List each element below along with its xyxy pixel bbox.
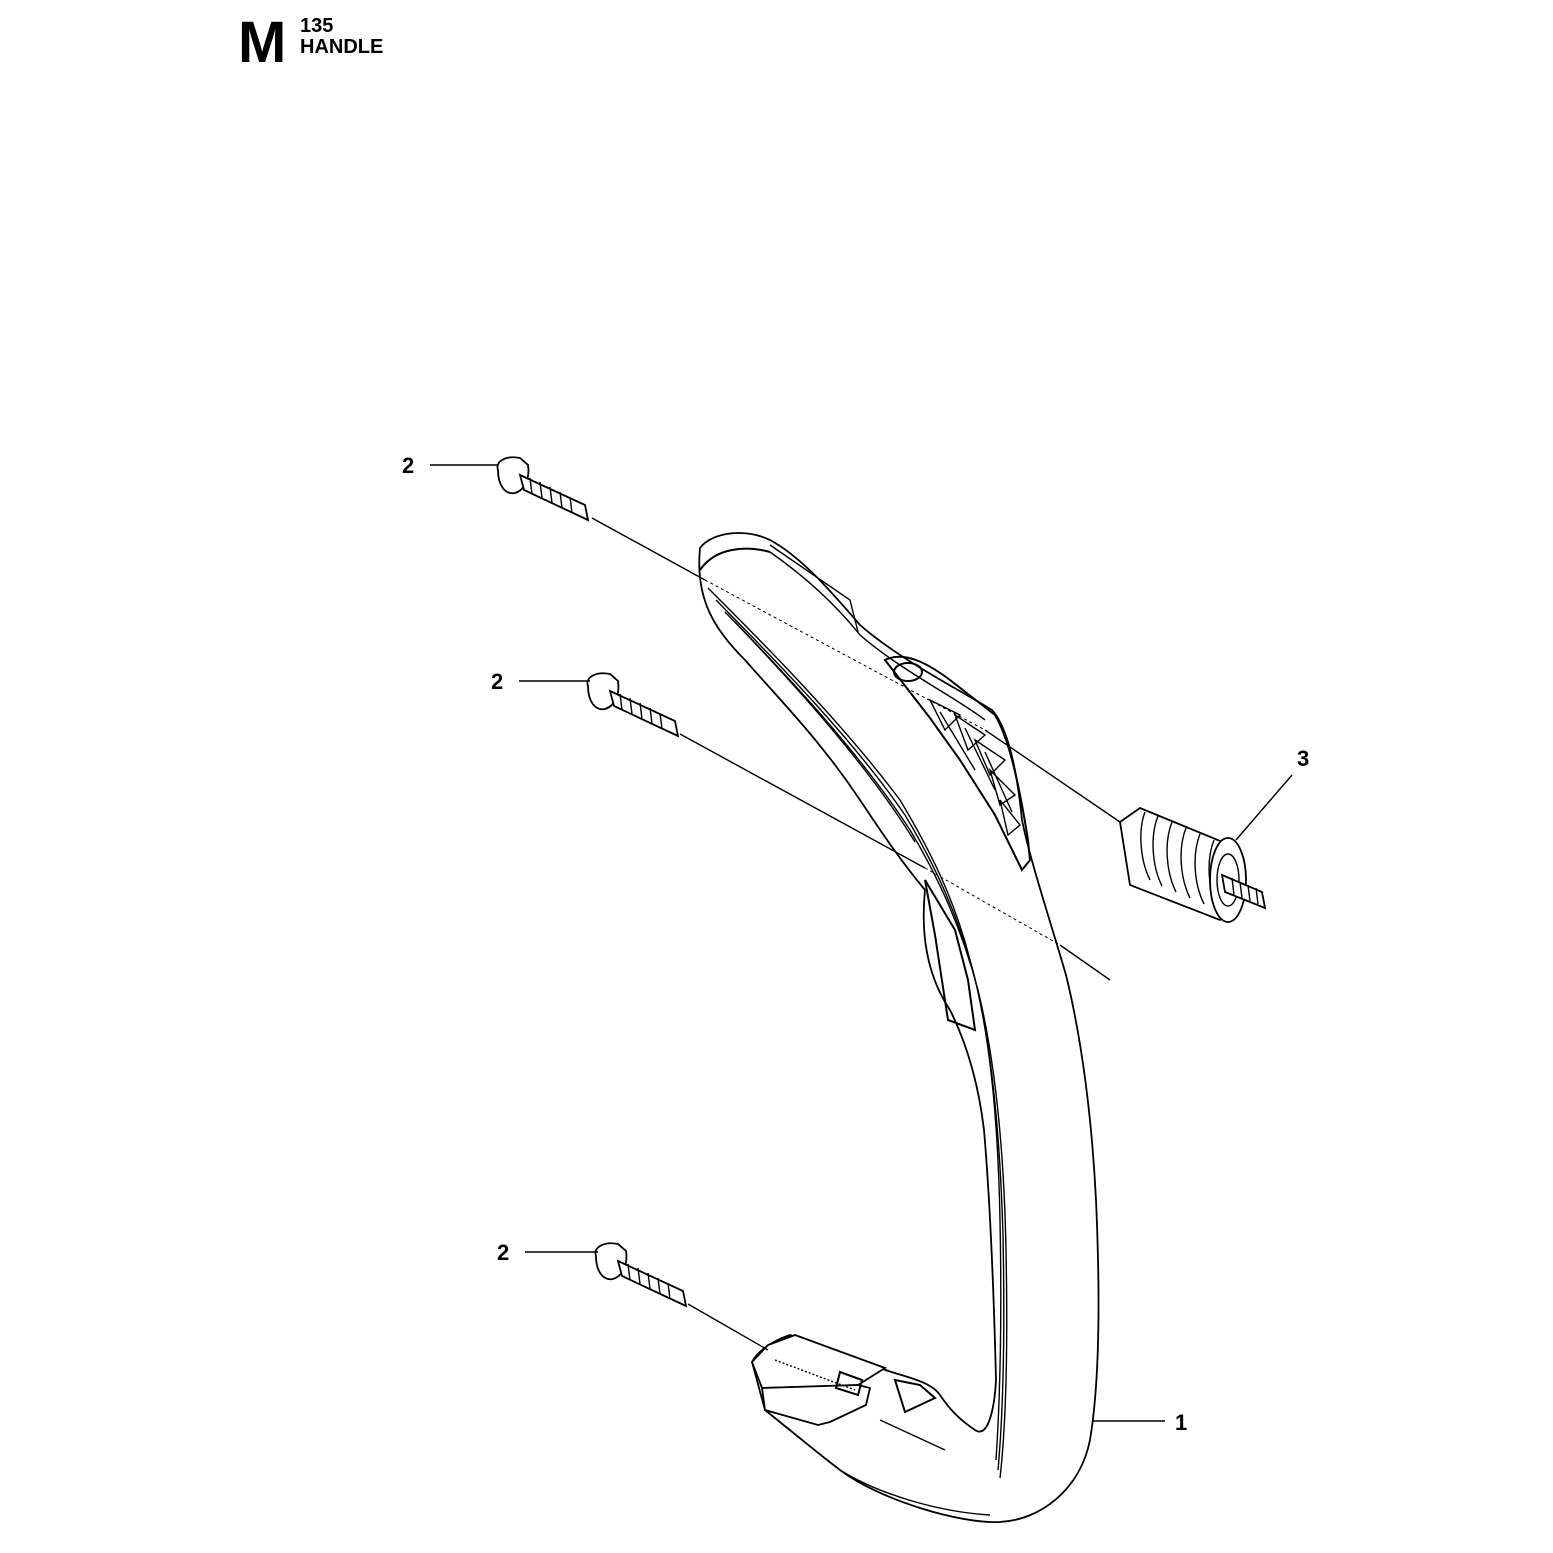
vibration-damper-part [1119,806,1267,923]
callout-2a: 2 [402,453,498,478]
callout-3: 3 [1235,746,1309,841]
handle-foot [750,1334,946,1451]
handle-rib-mount [883,655,1032,872]
screw-upper [496,456,590,522]
callout-label-1: 1 [1175,1410,1187,1435]
handle-top-edge [699,547,771,571]
callout-label-2c: 2 [497,1240,509,1265]
callout-leader-3 [1235,774,1293,841]
section-letter: M [238,10,286,75]
screw-middle [586,672,680,738]
callout-2c: 2 [497,1240,598,1265]
callout-2b: 2 [491,669,590,694]
handle-bottom-contour [839,1469,991,1516]
handle-part [698,532,1100,1523]
assembly-lines [591,517,1121,1351]
handle-contour-3 [724,611,1008,1479]
section-title: HANDLE [300,36,384,58]
callout-label-2a: 2 [402,453,414,478]
handle-upper-recess [769,544,859,633]
handle-contour-4 [734,621,916,843]
callout-label-2b: 2 [491,669,503,694]
callout-1: 1 [1093,1410,1187,1435]
handle-back-edge [769,551,986,721]
section-number: 135 [300,15,334,37]
handle-side-fin [924,879,977,1032]
callout-label-3: 3 [1297,746,1309,771]
screw-lower [594,1242,688,1308]
